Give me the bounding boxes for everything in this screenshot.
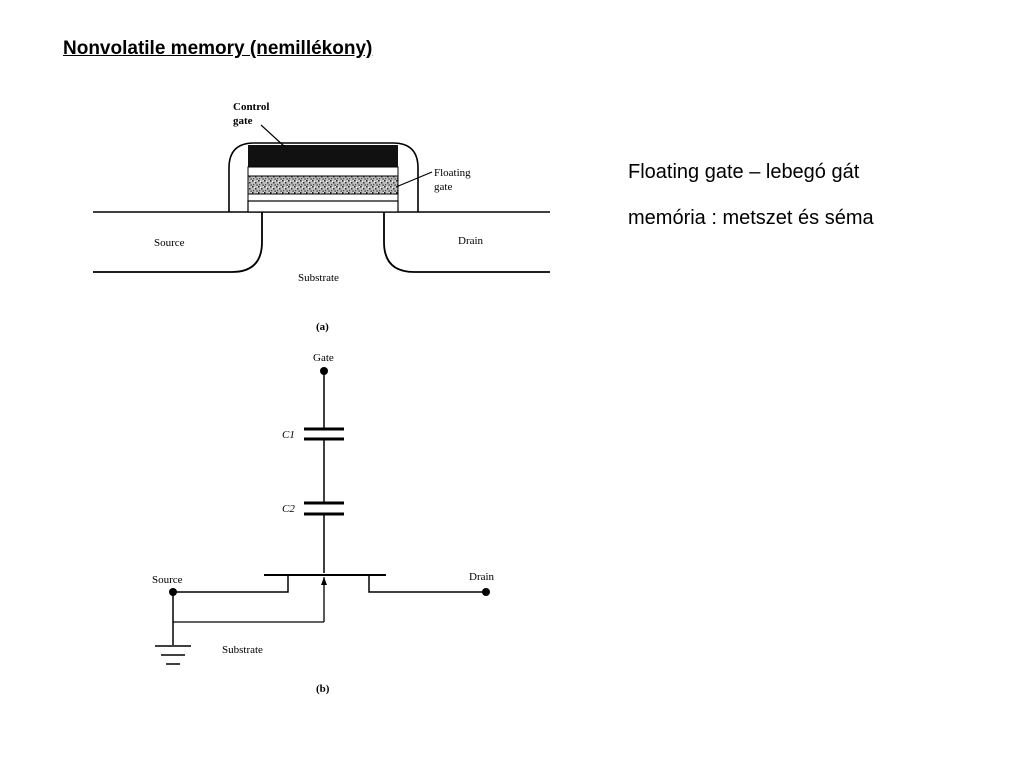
substrate-label: Substrate: [298, 272, 339, 284]
cross-section-diagram: Control gate Floating gate Source Drain …: [93, 101, 550, 333]
source-label: Source: [154, 237, 185, 249]
drain-terminal-label: Drain: [469, 571, 495, 583]
source-terminal-label: Source: [152, 574, 183, 586]
drain-terminal: [482, 588, 490, 596]
gate-terminal-label: Gate: [313, 352, 334, 364]
c1-label: C1: [282, 429, 295, 441]
schematic-diagram: Gate C1 C2 Source Drain: [152, 352, 495, 695]
floating-gate: [247, 175, 399, 195]
control-gate-label-line-1: Control: [233, 101, 269, 113]
substrate-terminal-label: Substrate: [222, 644, 263, 656]
gate-spacer: [228, 142, 419, 212]
drain-region: [383, 212, 550, 273]
control-gate: [248, 145, 398, 167]
description-line-2: memória : metszet és séma: [628, 207, 874, 229]
floating-gate-label-line-2: gate: [434, 181, 452, 193]
floating-gate-leader: [395, 171, 433, 188]
drain-label: Drain: [458, 235, 484, 247]
caption-a: (a): [316, 321, 329, 333]
source-region: [93, 212, 263, 273]
description-line-1: Floating gate – lebegó gát: [628, 161, 860, 183]
slide-title: Nonvolatile memory (nemillékony): [63, 38, 373, 59]
capacitor-c2: [304, 501, 344, 516]
control-gate-leader: [260, 124, 286, 148]
capacitor-c1: [304, 427, 344, 441]
ground-symbol: [155, 592, 191, 665]
control-gate-label-line-2: gate: [233, 115, 253, 127]
floating-gate-label-line-1: Floating: [434, 167, 471, 179]
transistor-symbol: [173, 574, 486, 623]
caption-b: (b): [316, 683, 330, 695]
c2-label: C2: [282, 503, 295, 515]
